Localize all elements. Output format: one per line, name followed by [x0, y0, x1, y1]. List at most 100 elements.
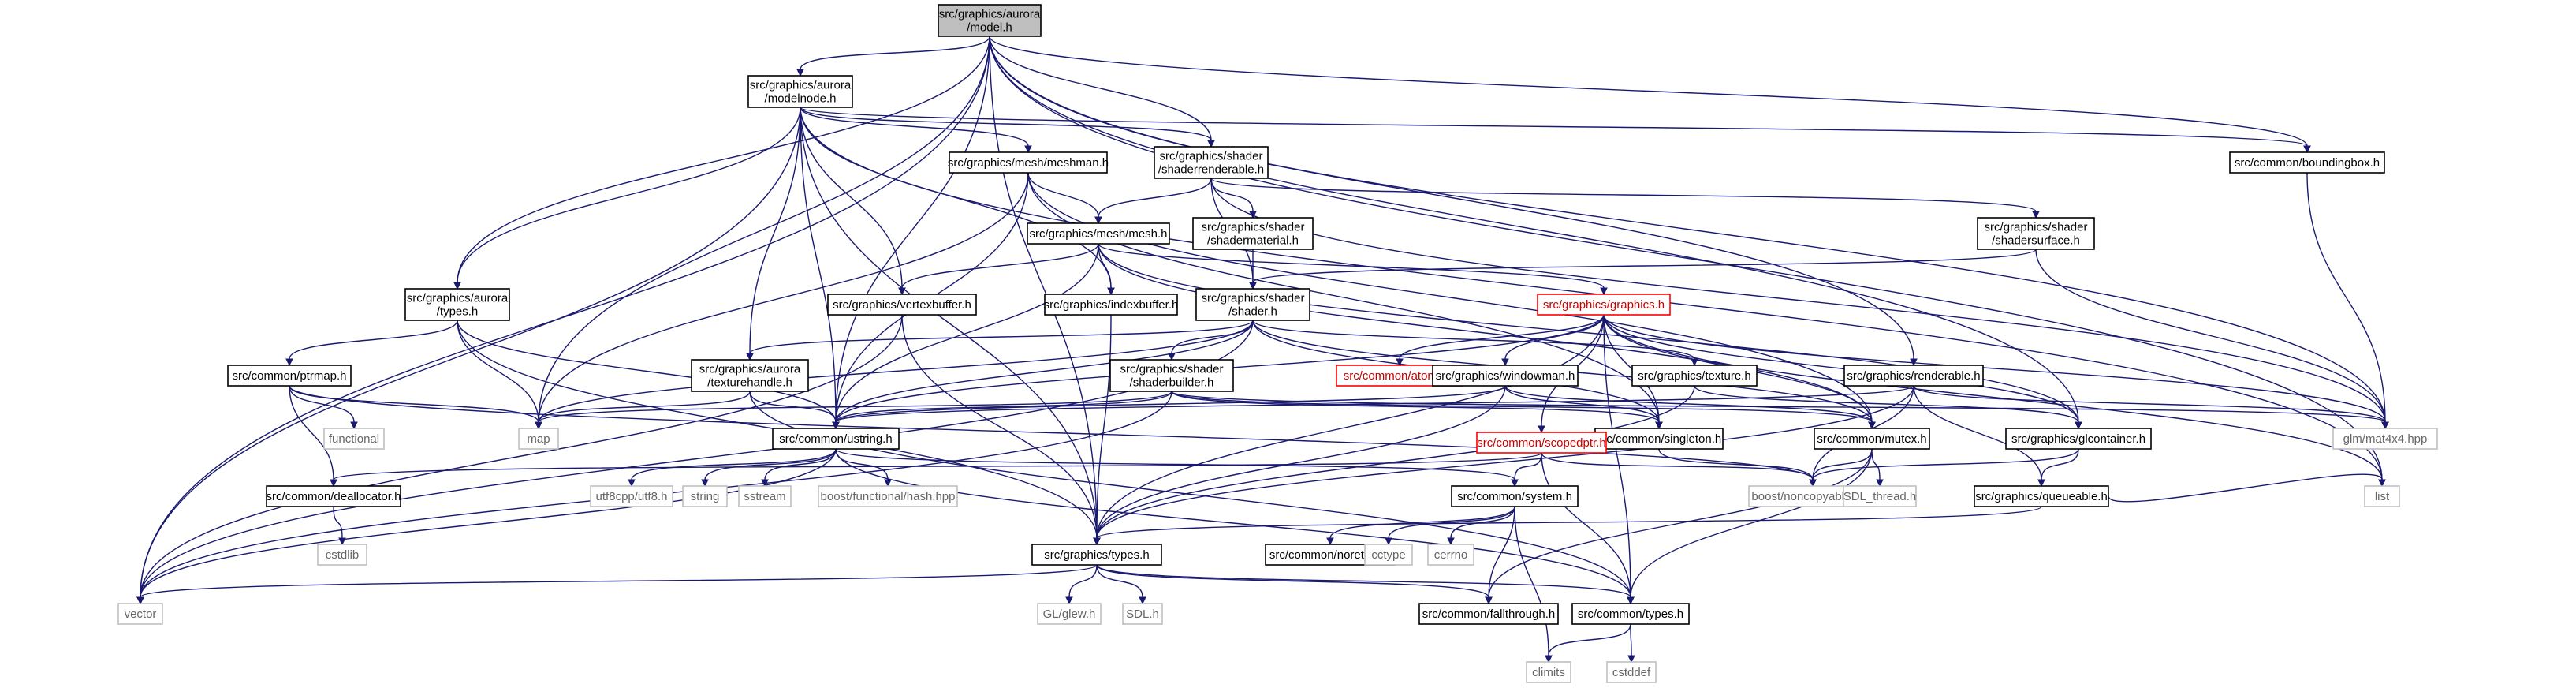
node-common-types-h[interactable]: src/common/types.h [1571, 603, 1690, 625]
node-list[interactable]: list [2364, 485, 2400, 507]
node-label: GL/glew.h [1043, 608, 1096, 621]
node-graphics-types-h[interactable]: src/graphics/types.h [1031, 544, 1162, 566]
edge-ustring-h-to-system-h [835, 448, 1519, 488]
edge-ustring-h-to-utf8cpp [628, 448, 837, 488]
node-hash-hpp[interactable]: boost/functional/hash.hpp [818, 485, 958, 507]
node-box [1122, 603, 1163, 625]
node-shaderbuilder-h[interactable]: src/graphics/shader/shaderbuilder.h [1109, 359, 1234, 392]
node-mesh-h[interactable]: src/graphics/mesh/mesh.h [1027, 222, 1170, 245]
node-sstream[interactable]: sstream [738, 485, 792, 507]
node-singleton-h[interactable]: src/common/singleton.h [1594, 428, 1724, 450]
node-renderable-h[interactable]: src/graphics/renderable.h [1843, 365, 1984, 387]
node-deallocator-h[interactable]: src/common/deallocator.h [266, 485, 401, 507]
node-box [1526, 661, 1571, 683]
node-label: SDL.h [1126, 608, 1159, 621]
edge-ustring-h-to-hash-hpp [835, 448, 892, 488]
node-box [1427, 544, 1474, 566]
node-box [1192, 217, 1314, 250]
node-boundingbox-h[interactable]: src/common/boundingbox.h [2229, 151, 2385, 174]
edge-graphics-types-h-to-vector [136, 564, 1098, 605]
node-label: src/graphics/glcontainer.h [2011, 432, 2145, 446]
edge-shader-h-to-texture-h [1252, 320, 1698, 367]
node-meshman-h[interactable]: src/graphics/mesh/meshman.h [948, 151, 1109, 174]
node-fallthrough-h[interactable]: src/common/fallthrough.h [1418, 603, 1559, 625]
node-label: src/common/ptrmap.h [232, 369, 346, 383]
node-cctype[interactable]: cctype [1364, 544, 1413, 566]
node-label: src/common/boundingbox.h [2235, 156, 2380, 170]
edge-modelnode-h-to-aurora-types-h [453, 107, 801, 290]
node-map[interactable]: map [518, 428, 559, 450]
edge-mesh-h-to-indexbuffer-h [1098, 243, 1115, 296]
node-aurora-types-h[interactable]: src/graphics/aurora/types.h [404, 288, 510, 321]
edge-system-h-to-cctype [1385, 506, 1515, 546]
node-cerrno[interactable]: cerrno [1427, 544, 1474, 566]
edge-glcontainer-h-to-queueable-h [2037, 448, 2079, 488]
node-label: src/graphics/types.h [1044, 548, 1149, 562]
edge-graphics-types-h-to-fallthrough-h [1096, 564, 1493, 605]
node-box [1594, 428, 1724, 450]
edge-shadersurface-h-to-shader-h [1249, 249, 2037, 290]
node-box [117, 603, 163, 625]
node-functional[interactable]: functional [323, 428, 385, 450]
node-box [518, 428, 559, 450]
node-box [1974, 485, 2109, 507]
node-label: /shaderbuilder.h [1130, 376, 1214, 390]
node-system-h[interactable]: src/common/system.h [1451, 485, 1579, 507]
node-texture-h[interactable]: src/graphics/texture.h [1631, 365, 1758, 387]
header-nodes: src/graphics/aurora/model.h src/graphics/… [117, 4, 2438, 683]
node-label: src/graphics/shader [1202, 292, 1305, 305]
node-shadersurface-h[interactable]: src/graphics/shader/shadersurface.h [1977, 217, 2095, 250]
node-modelnode-h[interactable]: src/graphics/aurora/modelnode.h [747, 75, 853, 108]
node-shader-h[interactable]: src/graphics/shader/shader.h [1195, 288, 1310, 321]
node-mutex-h[interactable]: src/common/mutex.h [1814, 428, 1930, 450]
node-label: list [2375, 490, 2390, 503]
edge-modelnode-h-to-meshman-h [800, 107, 1032, 154]
edge-common-types-h-to-climits [1545, 623, 1631, 664]
node-label: /modelnode.h [765, 92, 837, 106]
edge-glcontainer-h-to-noncopyable [1809, 448, 2079, 488]
node-string[interactable]: string [682, 485, 728, 507]
node-vertexbuffer-h[interactable]: src/graphics/vertexbuffer.h [827, 294, 977, 316]
edge-graphics-h-to-windowman-h [1501, 314, 1605, 367]
node-box [691, 359, 809, 392]
node-cstddef[interactable]: cstddef [1606, 661, 1657, 683]
node-windowman-h[interactable]: src/graphics/windowman.h [1432, 365, 1579, 387]
node-graphics-h[interactable]: src/graphics/graphics.h [1537, 294, 1671, 316]
node-shaderrenderable-h[interactable]: src/graphics/shader/shaderrenderable.h [1154, 146, 1269, 179]
node-box [1631, 365, 1758, 387]
node-glcontainer-h[interactable]: src/graphics/glcontainer.h [2005, 428, 2152, 450]
node-box [1451, 485, 1579, 507]
node-cstdlib[interactable]: cstdlib [317, 544, 367, 566]
node-ustring-h[interactable]: src/common/ustring.h [772, 428, 900, 450]
node-utf8cpp[interactable]: utf8cpp/utf8.h [590, 485, 673, 507]
node-sdl-h[interactable]: SDL.h [1122, 603, 1163, 625]
node-climits[interactable]: climits [1526, 661, 1571, 683]
node-box [1606, 661, 1657, 683]
edge-mesh-h-to-graphics-h [1098, 243, 1608, 296]
node-box [590, 485, 673, 507]
node-box [682, 485, 728, 507]
node-ptrmap-h[interactable]: src/common/ptrmap.h [227, 365, 352, 387]
node-indexbuffer-h[interactable]: src/graphics/indexbuffer.h [1044, 294, 1179, 316]
node-vector[interactable]: vector [117, 603, 163, 625]
node-label: src/common/mutex.h [1817, 432, 1926, 446]
node-mat4x4-hpp[interactable]: glm/mat4x4.hpp [2332, 428, 2438, 450]
edge-renderable-h-to-ustring-h [832, 385, 1914, 430]
node-label: functional [329, 432, 379, 446]
node-sdl-thread[interactable]: SDL_thread.h [1843, 485, 1917, 507]
edge-model-h-to-modelnode-h [796, 36, 990, 77]
node-box [1044, 294, 1178, 316]
edge-modelnode-h-to-indexbuffer-h [800, 107, 1115, 296]
edge-scopedptr-h-to-system-h [1511, 452, 1542, 488]
node-box [1027, 222, 1170, 245]
node-texturehandle-h[interactable]: src/graphics/aurora/texturehandle.h [691, 359, 809, 392]
node-box [1814, 428, 1930, 450]
node-model-h[interactable]: src/graphics/aurora/model.h [938, 4, 1042, 37]
node-label: src/graphics/texture.h [1638, 369, 1750, 383]
node-scopedptr-h[interactable]: src/common/scopedptr.h [1476, 432, 1607, 454]
edge-common-types-h-to-cstddef [1627, 623, 1635, 664]
node-box [1031, 544, 1162, 566]
node-shadermaterial-h[interactable]: src/graphics/shader/shadermaterial.h [1192, 217, 1314, 250]
node-glew-h[interactable]: GL/glew.h [1037, 603, 1102, 625]
node-queueable-h[interactable]: src/graphics/queueable.h [1974, 485, 2109, 507]
